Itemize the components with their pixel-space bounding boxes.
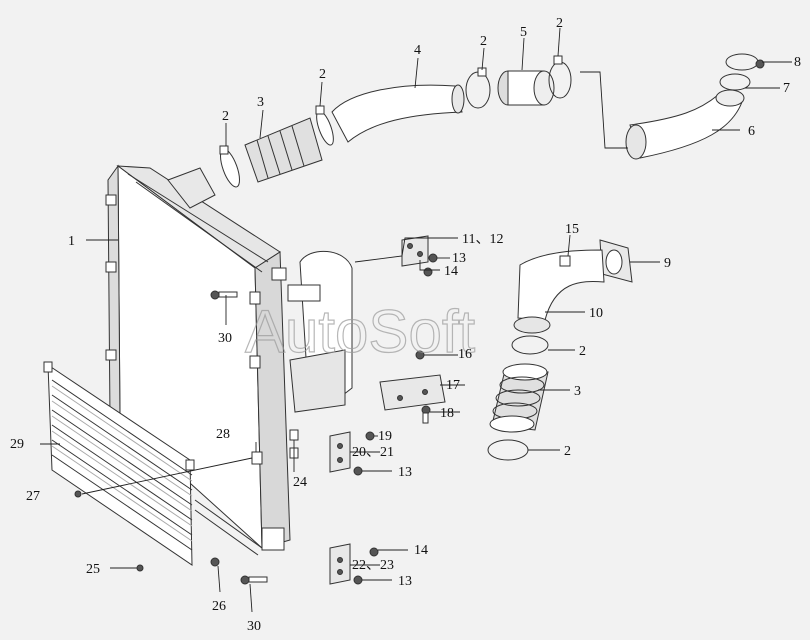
clamp-2c: [465, 67, 491, 109]
callout-13-b: 13: [398, 465, 412, 480]
sleeve-5: [497, 70, 555, 106]
clamp-2b: [315, 105, 334, 146]
callout-2-clamp-c: 2: [480, 34, 487, 49]
bellow-hose-3-lower: [489, 363, 549, 433]
callout-2-clamp-b: 2: [319, 67, 326, 82]
intercooler-core: [105, 164, 291, 556]
clamp-2e: [511, 335, 549, 355]
bolt-18: [421, 405, 431, 424]
callout-15: 15: [565, 222, 579, 237]
watermark: AutoSoft: [245, 298, 475, 365]
core-inlet-stub: [167, 167, 216, 209]
bolt-14b: [369, 547, 379, 557]
callout-16: 16: [458, 347, 472, 362]
callout-26: 26: [212, 599, 226, 614]
callout-6: 6: [748, 124, 755, 139]
clip-28: [251, 451, 263, 465]
grille-panel-29: [43, 361, 195, 566]
callout-2-clamp-f: 2: [564, 444, 571, 459]
bolt-14a: [423, 267, 433, 277]
callout-17: 17: [446, 378, 460, 393]
callout-11-12: 11、12: [462, 232, 503, 247]
callout-20-21: 20、21: [352, 445, 394, 460]
callout-5: 5: [520, 25, 527, 40]
callout-9: 9: [664, 256, 671, 271]
callout-3-hose-lower: 3: [574, 384, 581, 399]
ring-7: [715, 73, 751, 107]
bolt-19: [365, 431, 375, 441]
callout-27: 27: [26, 489, 40, 504]
clamp-2a: [219, 145, 240, 188]
callout-7: 7: [783, 81, 790, 96]
callout-14-a: 14: [444, 264, 458, 279]
callout-10: 10: [589, 306, 603, 321]
clamp-8: [725, 53, 765, 71]
bellow-hose-3-upper: [244, 117, 323, 183]
callout-25: 25: [86, 562, 100, 577]
callout-22-23: 22、23: [352, 558, 394, 573]
callout-4: 4: [414, 43, 421, 58]
callout-8: 8: [794, 55, 801, 70]
callout-29: 29: [10, 437, 24, 452]
bolt-27: [74, 490, 82, 498]
callout-3-hose-upper: 3: [257, 95, 264, 110]
callout-19: 19: [378, 429, 392, 444]
callout-labels: 1 2 3 2 4 2 5 2 8 7 6 11、12 13 14 15 9 1…: [10, 16, 801, 634]
bracket-22-23: [329, 543, 351, 585]
pipe-10: [513, 249, 605, 334]
callout-30-a: 30: [218, 331, 232, 346]
bolt-13b: [353, 466, 363, 476]
bolt-26: [210, 557, 220, 567]
bolt-13a: [428, 253, 438, 263]
callout-2-clamp-a: 2: [222, 109, 229, 124]
callout-30-b: 30: [247, 619, 261, 634]
callout-1: 1: [68, 234, 75, 249]
bolt-13c: [353, 575, 363, 585]
center-bracket: [287, 250, 353, 413]
callout-18: 18: [440, 406, 454, 421]
bracket-20-21: [329, 431, 351, 473]
leader-lines: [40, 27, 792, 613]
callout-2-clamp-e: 2: [579, 344, 586, 359]
flange-9: [599, 239, 633, 283]
bolt-30a: [210, 290, 238, 300]
callout-24: 24: [293, 475, 307, 490]
clamp-2f: [487, 439, 529, 461]
callout-13-a: 13: [452, 251, 466, 266]
callout-13-c: 13: [398, 574, 412, 589]
callout-2-clamp-d: 2: [556, 16, 563, 31]
bolt-30b: [240, 575, 268, 585]
bracket-11-12: [401, 235, 429, 267]
bolt-25: [136, 564, 144, 572]
callout-28: 28: [216, 427, 230, 442]
pipe-4: [331, 84, 465, 143]
bracket-17: [379, 374, 446, 411]
callout-14-b: 14: [414, 543, 428, 558]
